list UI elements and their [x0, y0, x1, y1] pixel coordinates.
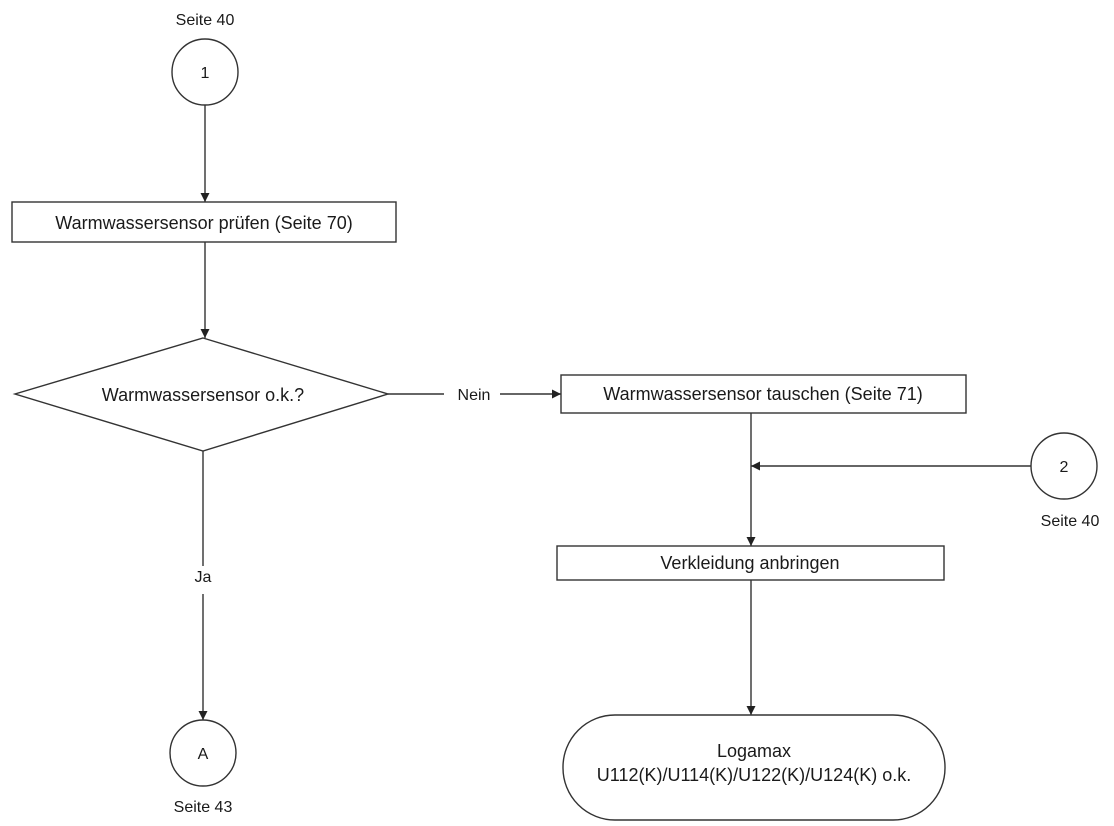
decision-question: Warmwassersensor o.k.?: [102, 385, 304, 405]
connector-a-circle: [169, 719, 237, 787]
connector-a-page-ref: Seite 43: [174, 799, 233, 816]
yes-label: Ja: [195, 569, 212, 586]
connector-1-symbol: 1: [201, 65, 210, 82]
connector-1-page-ref: Seite 40: [176, 12, 235, 29]
attach-cover-box: [556, 545, 945, 581]
replace-sensor-label: Warmwassersensor tauschen (Seite 71): [603, 384, 922, 404]
terminal-line2: U112(K)/U114(K)/U122(K)/U124(K) o.k.: [597, 765, 911, 785]
attach-cover-label: Verkleidung anbringen: [660, 553, 839, 573]
no-label: Nein: [458, 387, 491, 404]
connector-a-symbol: A: [198, 746, 209, 763]
check-sensor-box: [11, 201, 397, 243]
connector-2-symbol: 2: [1060, 459, 1069, 476]
terminal-rounded: [562, 714, 946, 821]
terminal-line1: Logamax: [717, 741, 791, 761]
connector-2-page-ref: Seite 40: [1041, 513, 1100, 530]
replace-sensor-box: [560, 374, 967, 414]
check-sensor-label: Warmwassersensor prüfen (Seite 70): [55, 213, 352, 233]
